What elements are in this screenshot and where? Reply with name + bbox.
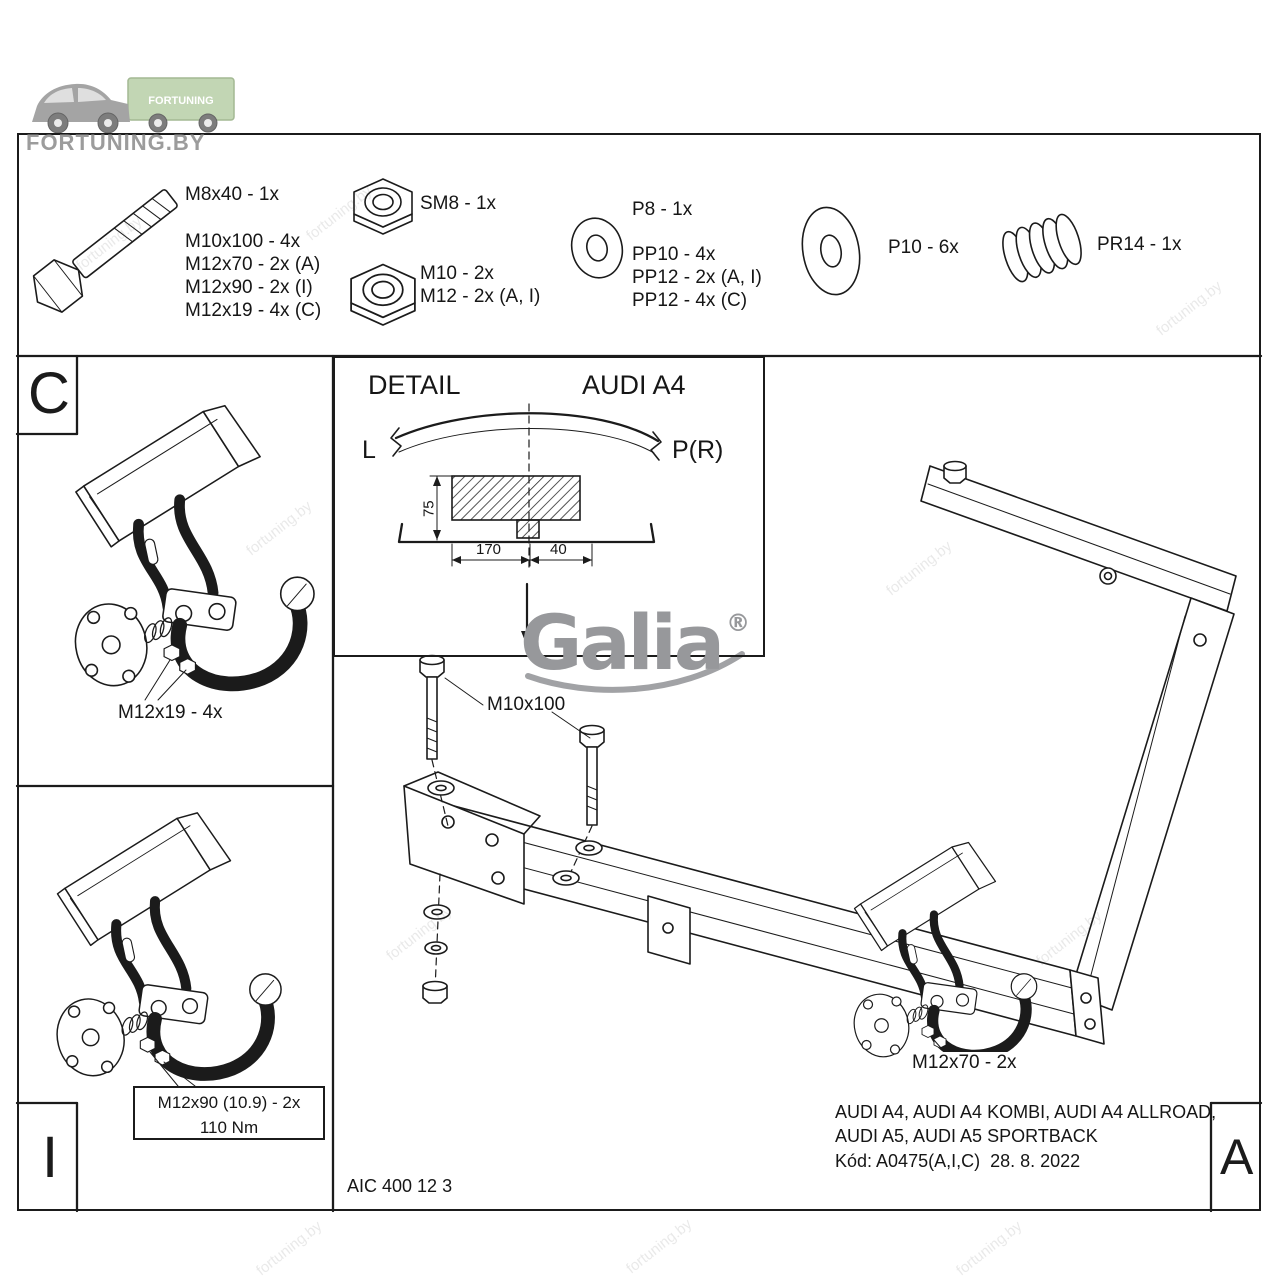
washer1-list-item: PP12 - 4x (C) bbox=[632, 290, 748, 311]
detail-right-mark: P(R) bbox=[672, 436, 724, 464]
footer-code-date: Kód: A0475(A,I,C) 28. 8. 2022 bbox=[835, 1151, 1081, 1171]
galia-logo: Galia® bbox=[520, 598, 750, 687]
exploded-bolt-1 bbox=[419, 654, 455, 827]
site-watermark-text: FORTUNING.BY bbox=[26, 130, 206, 155]
detail-panel-border bbox=[333, 356, 765, 657]
galia-swoosh bbox=[525, 651, 745, 693]
exploded-washers-nut-1 bbox=[422, 873, 451, 1004]
spring-label: PR14 - 1x bbox=[1097, 234, 1182, 255]
exploded-bolt-2 bbox=[552, 724, 605, 886]
bolt-list-item: M12x19 - 4x (C) bbox=[185, 300, 322, 321]
trailer-brand-text: FORTUNING bbox=[148, 95, 213, 107]
washer-icon-small bbox=[570, 217, 624, 279]
nut1-label: SM8 - 1x bbox=[420, 193, 497, 214]
detail-model: AUDI A4 bbox=[582, 370, 686, 400]
washer1-label: P8 - 1x bbox=[632, 199, 693, 220]
detail-dim-170: 170 bbox=[476, 541, 502, 558]
bolt-primary-label: M8x40 - 1x bbox=[185, 184, 279, 205]
callout-main-bolts: M10x100 bbox=[487, 694, 566, 715]
brand-logo-car: FORTUNING bbox=[32, 77, 235, 134]
bolt-list-item: M12x90 - 2x (I) bbox=[185, 277, 313, 298]
callout-i-assembly-box: M12x90 (10.9) - 2x 110 Nm bbox=[133, 1086, 325, 1140]
registered-mark: ® bbox=[726, 609, 751, 637]
callout-i-line1: M12x90 (10.9) - 2x bbox=[157, 1093, 301, 1112]
washer1-list-item: PP10 - 4x bbox=[632, 244, 716, 265]
footer-doc-code: AIC 400 12 3 bbox=[347, 1176, 453, 1196]
nut-icon-sm8 bbox=[353, 178, 413, 235]
detail-dim-40: 40 bbox=[550, 541, 567, 558]
detail-section-drawing bbox=[390, 403, 662, 646]
detail-dim-75: 75 bbox=[420, 500, 438, 518]
footer-vehicles-line1: AUDI A4, AUDI A4 KOMBI, AUDI A4 ALLROAD, bbox=[835, 1102, 1217, 1122]
bolt-icon bbox=[32, 189, 178, 313]
callout-i-line2: 110 Nm bbox=[199, 1117, 259, 1137]
nut2-list-item: M12 - 2x (A, I) bbox=[420, 286, 541, 307]
panel-letter-c: C bbox=[28, 361, 70, 426]
panel-letter-a: A bbox=[1220, 1129, 1254, 1185]
callout-c-assembly: M12x19 - 4x bbox=[118, 702, 223, 723]
detail-left-mark: L bbox=[362, 436, 376, 464]
washer2-label: P10 - 6x bbox=[888, 237, 959, 258]
footer-vehicles-line2: AUDI A5, AUDI A5 SPORTBACK bbox=[835, 1126, 1098, 1146]
callout-leader-lines bbox=[144, 659, 949, 1087]
spring-icon bbox=[1002, 213, 1082, 283]
nut2-list-item: M10 - 2x bbox=[420, 263, 494, 284]
bolt-list-item: M10x100 - 4x bbox=[185, 231, 301, 252]
callout-right-assembly: M12x70 - 2x bbox=[912, 1052, 1017, 1075]
nut-icon-m10-m12 bbox=[350, 263, 416, 326]
washer-icon-large bbox=[801, 206, 861, 296]
galia-logo-text: Galia bbox=[520, 598, 725, 687]
panel-letter-i: I bbox=[42, 1125, 59, 1190]
bolt-list-item: M12x70 - 2x (A) bbox=[185, 254, 321, 275]
washer1-list-item: PP12 - 2x (A, I) bbox=[632, 267, 762, 288]
detail-title: DETAIL bbox=[368, 370, 461, 400]
sheet-border bbox=[17, 133, 1261, 1211]
